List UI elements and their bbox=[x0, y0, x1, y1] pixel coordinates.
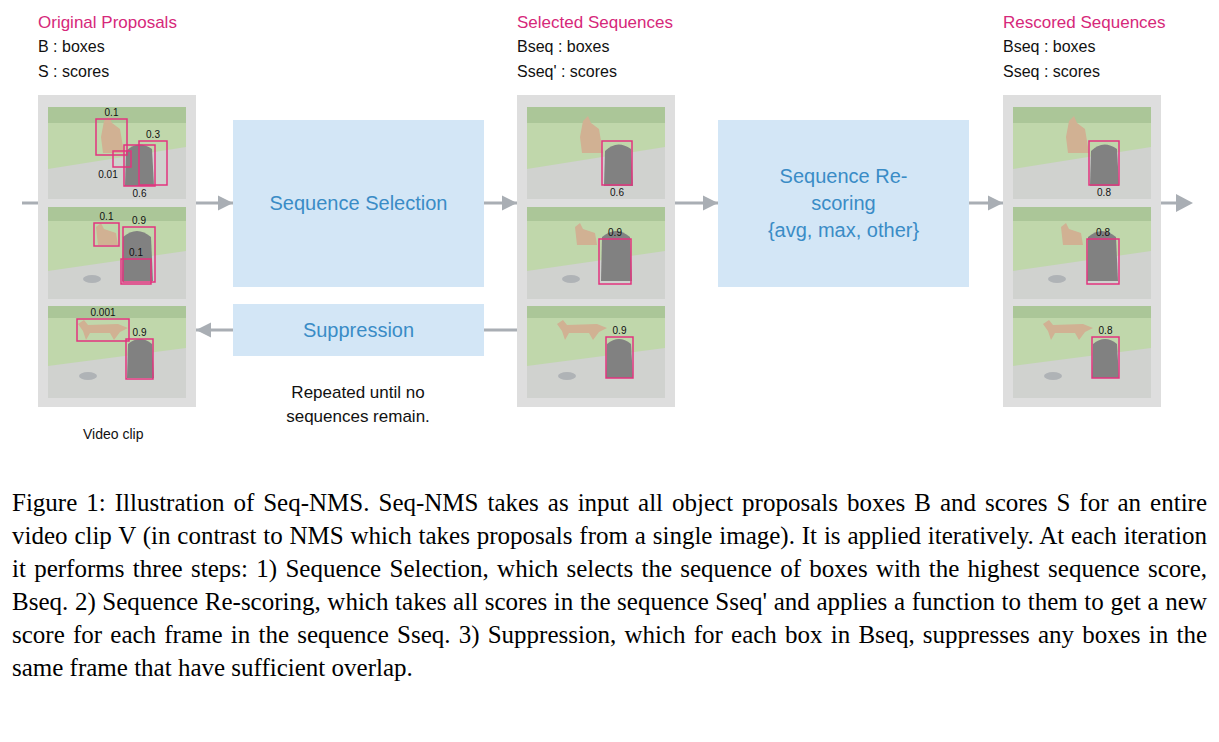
output-arrowhead bbox=[1176, 194, 1193, 212]
sequence-panel: Rescored SequencesBseq : boxesSseq : sco… bbox=[1003, 95, 1161, 407]
video-frame bbox=[48, 107, 186, 199]
proposal-box bbox=[94, 223, 119, 246]
score-label: 0.1 bbox=[105, 107, 119, 118]
proposal-box bbox=[1089, 141, 1119, 185]
proposal-box bbox=[602, 141, 632, 185]
sequence-panel: Selected SequencesBseq : boxesSseq' : sc… bbox=[517, 95, 675, 407]
video-frame bbox=[1013, 306, 1151, 398]
proposal-box bbox=[139, 141, 167, 185]
score-label: 0.1 bbox=[100, 211, 114, 222]
video-frame bbox=[527, 107, 665, 199]
panel-heading: Selected Sequences bbox=[517, 13, 673, 33]
proposal-box bbox=[126, 339, 153, 379]
flow-arrow bbox=[196, 202, 233, 205]
score-label: 0.9 bbox=[133, 327, 147, 338]
flow-arrow bbox=[484, 202, 517, 205]
panel-legend-text: Sseq' : scores bbox=[517, 63, 617, 81]
input-dash bbox=[22, 202, 38, 205]
proposal-box bbox=[1092, 337, 1119, 378]
flow-arrow bbox=[484, 329, 517, 332]
score-label: 0.6 bbox=[610, 187, 624, 198]
panel-legend-text: B : boxes bbox=[38, 38, 105, 56]
box-label: {avg, max, other} bbox=[768, 217, 919, 244]
clip-panel bbox=[517, 95, 675, 407]
proposal-box bbox=[1087, 239, 1119, 284]
video-frame bbox=[48, 306, 186, 398]
output-arrow bbox=[1161, 202, 1178, 205]
proposal-box bbox=[96, 119, 127, 155]
process-box: Sequence Selection bbox=[233, 120, 484, 287]
proposal-box bbox=[113, 151, 131, 167]
clip-panel bbox=[38, 95, 196, 407]
box-label: Sequence Re-scoring bbox=[779, 163, 909, 217]
score-label: 0.8 bbox=[1097, 187, 1111, 198]
flow-arrow bbox=[196, 329, 233, 332]
score-label: 0.8 bbox=[1096, 227, 1110, 238]
proposal-box bbox=[77, 319, 129, 341]
score-label: 0.1 bbox=[129, 247, 143, 258]
panel-legend-text: S : scores bbox=[38, 63, 109, 81]
proposal-box bbox=[606, 337, 633, 378]
video-frame bbox=[48, 207, 186, 299]
flow-arrow bbox=[675, 202, 718, 205]
process-box: Suppression bbox=[233, 304, 484, 356]
score-label: 0.9 bbox=[132, 215, 146, 226]
video-clip-panel: Original ProposalsB : boxesS : scoresVid… bbox=[38, 95, 196, 407]
proposal-box bbox=[124, 145, 155, 186]
proposal-box bbox=[123, 227, 155, 282]
proposal-box bbox=[121, 259, 151, 284]
box-label: Sequence Selection bbox=[270, 190, 448, 217]
video-frame bbox=[1013, 107, 1151, 199]
loop-note: Repeated until no sequences remain. bbox=[266, 381, 450, 429]
score-label: 0.01 bbox=[98, 169, 117, 180]
panel-heading: Original Proposals bbox=[38, 13, 177, 33]
video-frame bbox=[1013, 207, 1151, 299]
score-label: 0.6 bbox=[133, 188, 147, 199]
box-label: Suppression bbox=[303, 317, 414, 344]
panel-legend-text: Bseq : boxes bbox=[1003, 38, 1096, 56]
score-label: 0.8 bbox=[1099, 325, 1113, 336]
panel-caption: Video clip bbox=[83, 426, 143, 442]
proposal-box bbox=[599, 239, 631, 284]
score-label: 0.9 bbox=[608, 227, 622, 238]
panel-legend-text: Bseq : boxes bbox=[517, 38, 610, 56]
flow-arrow bbox=[969, 202, 1003, 205]
score-label: 0.001 bbox=[90, 307, 115, 318]
panel-heading: Rescored Sequences bbox=[1003, 13, 1166, 33]
score-label: 0.3 bbox=[146, 129, 160, 140]
score-label: 0.9 bbox=[613, 325, 627, 336]
video-frame bbox=[527, 306, 665, 398]
video-frame bbox=[527, 207, 665, 299]
process-box: Sequence Re-scoring{avg, max, other} bbox=[718, 120, 969, 287]
figure-caption: Figure 1: Illustration of Seq-NMS. Seq-N… bbox=[12, 486, 1207, 684]
clip-panel bbox=[1003, 95, 1161, 407]
panel-legend-text: Sseq : scores bbox=[1003, 63, 1100, 81]
